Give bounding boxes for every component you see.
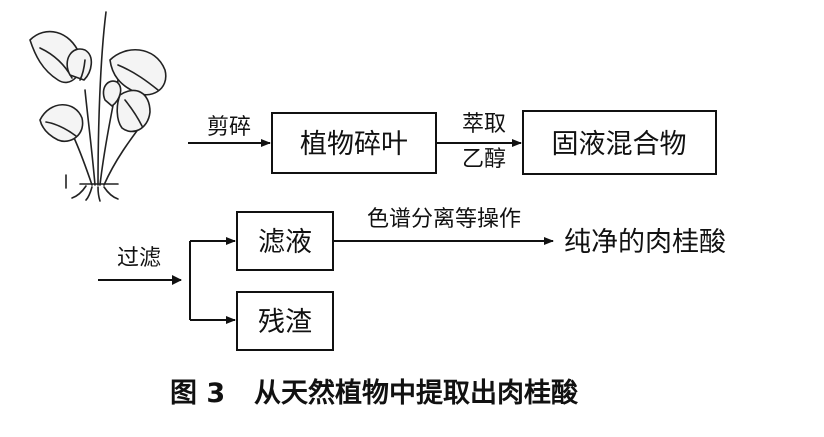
box-solid-liquid-mixture-label: 固液混合物 xyxy=(552,129,687,160)
label-cut: 剪碎 xyxy=(207,115,251,140)
label-chromatography: 色谱分离等操作 xyxy=(367,207,521,232)
caption-title: 从天然植物中提取出肉桂酸 xyxy=(254,377,579,409)
box-solid-liquid-mixture xyxy=(522,110,717,175)
label-ethanol: 乙醇 xyxy=(462,147,506,172)
box-plant-leaves-label: 植物碎叶 xyxy=(300,129,408,160)
caption-figure-number: 图 3 xyxy=(170,378,225,409)
arrowhead-filter xyxy=(172,275,182,285)
label-filter: 过滤 xyxy=(117,246,161,271)
label-extract: 萃取 xyxy=(462,112,506,137)
box-residue-label: 残渣 xyxy=(258,307,312,338)
box-filtrate-label: 滤液 xyxy=(258,227,312,258)
product-label: 纯净的肉桂酸 xyxy=(564,227,726,258)
plant-illustration xyxy=(29,11,167,202)
box-residue xyxy=(236,291,334,351)
